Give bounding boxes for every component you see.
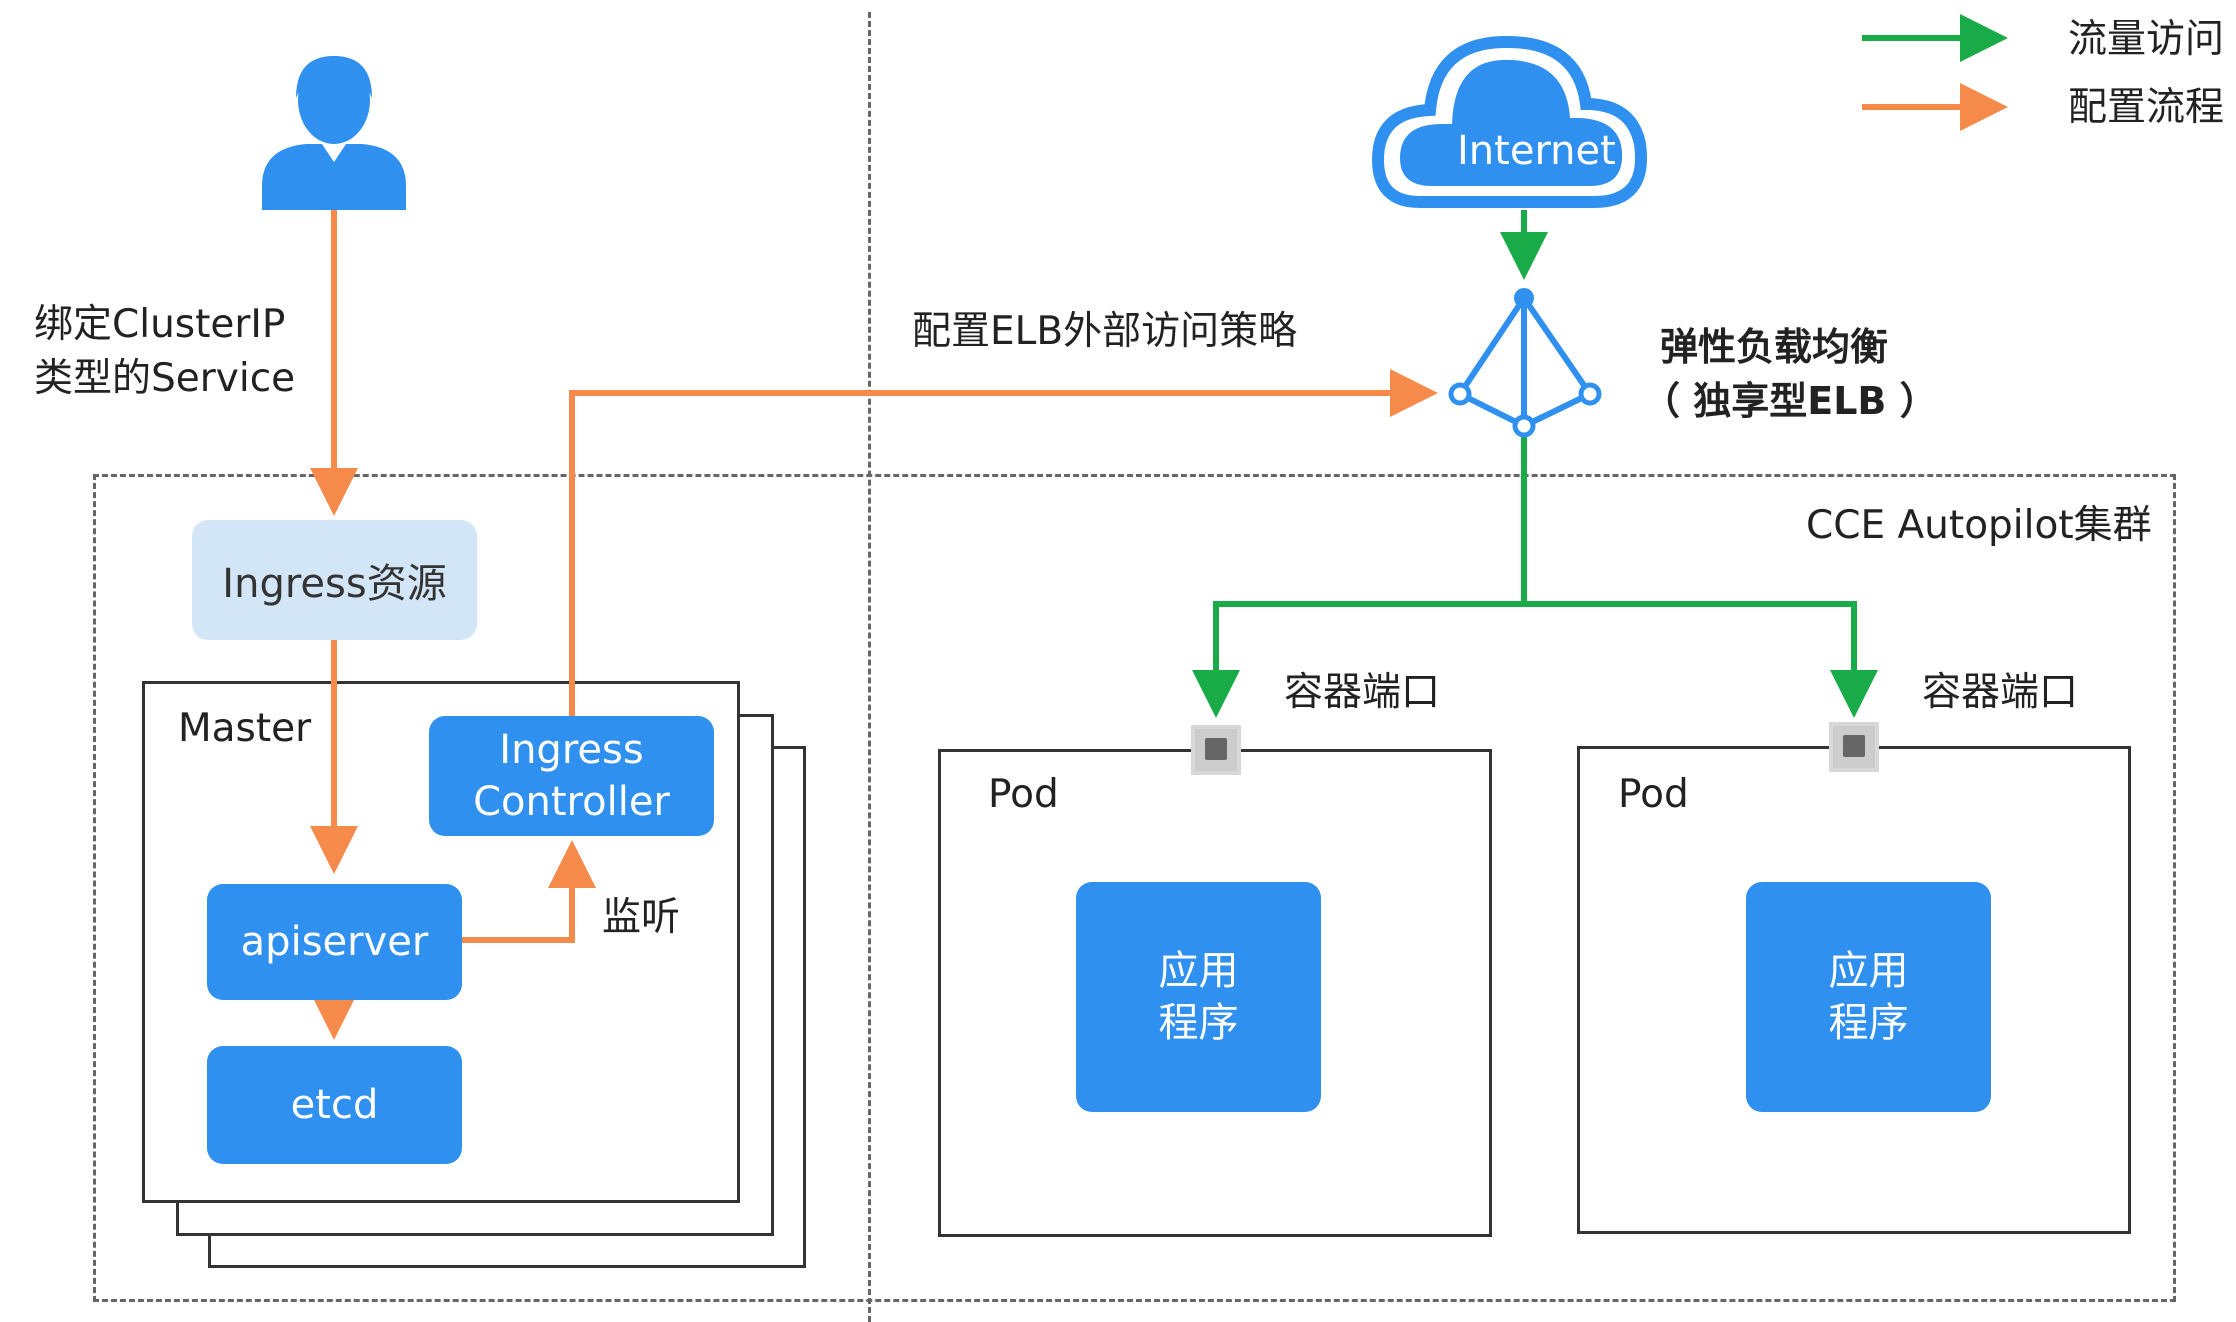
elb-label-line1: 弹性负载均衡 [1660,325,1889,369]
divider-line [868,12,871,1322]
cloud-icon [1371,35,1647,208]
ingress-controller-box[interactable]: Ingress Controller [429,716,714,836]
apiserver-box[interactable]: apiserver [207,884,462,1000]
port-label-1: 容器端口 [1284,670,1441,715]
bind-service-label: 绑定ClusterIP 类型的Service [34,302,296,401]
load-balancer-icon [1448,288,1602,438]
elb-to-pod2-arrow [1524,601,1878,718]
container-port-icon-1 [1191,725,1241,775]
controller-to-elb-arrow [569,369,1438,716]
app-box-1[interactable]: 应用 程序 [1076,882,1321,1112]
user-icon [262,56,406,210]
config-elb-label: 配置ELB外部访问策略 [912,309,1298,354]
pod-label-1: Pod [988,772,1059,817]
legend-traffic-label: 流量访问 [2068,17,2225,62]
container-port-icon-2 [1829,722,1879,772]
app-box-2[interactable]: 应用 程序 [1746,882,1991,1112]
etcd-box[interactable]: etcd [207,1046,462,1164]
cluster-label: CCE Autopilot集群 [1806,503,2152,548]
elb-label-line2: （ 独享型ELB ） [1642,379,1938,423]
legend-config-label: 配置流程 [2068,85,2225,130]
watch-arrow [462,840,596,943]
port-label-2: 容器端口 [1922,670,2079,715]
cluster-region [93,474,2176,1302]
ingress-resource-box[interactable]: Ingress资源 [192,520,477,640]
internet-label: Internet [1457,128,1616,174]
watch-label: 监听 [602,895,681,940]
pod-label-2: Pod [1618,772,1689,817]
master-label: Master [178,706,312,751]
elb-to-pod1-arrow [1192,436,1527,718]
